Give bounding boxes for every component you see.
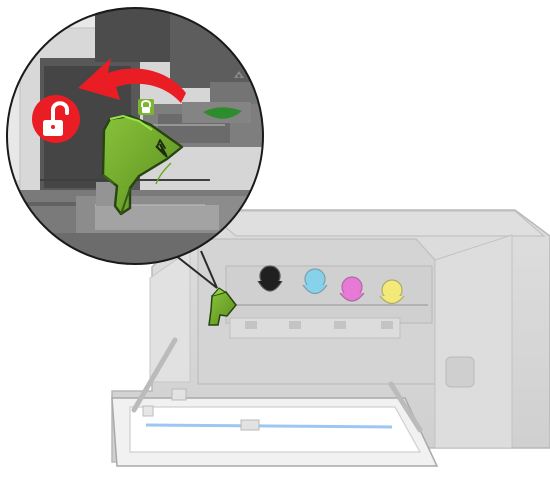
unlock-icon <box>32 95 80 143</box>
lock-icon <box>138 99 154 115</box>
